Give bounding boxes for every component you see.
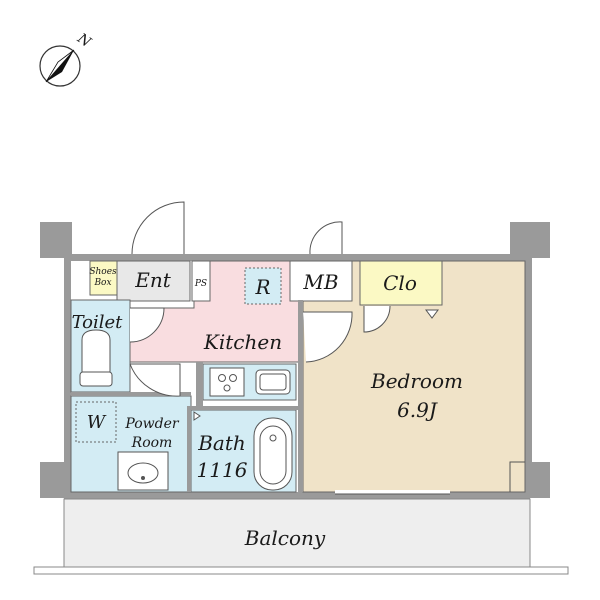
entrance-door <box>131 201 185 255</box>
closet-label: Clo <box>383 271 417 295</box>
shoes-box <box>89 260 118 296</box>
wall-bath-left <box>187 406 191 492</box>
refrigerator-space <box>244 267 282 305</box>
bathtub-icon <box>253 417 293 491</box>
compass-label: N <box>73 30 94 51</box>
wall-left-top <box>40 222 72 258</box>
wall-bath-top <box>187 406 298 410</box>
washer-label: W <box>87 412 107 433</box>
doors <box>129 201 450 495</box>
toilet-icon <box>79 329 113 387</box>
wall-right-top <box>510 222 550 258</box>
mb-label: MB <box>302 270 338 294</box>
powder-room-label-2: Room <box>131 435 173 451</box>
internal-walls <box>71 300 303 492</box>
shoes-box-label-2: Box <box>93 278 111 288</box>
compass: N <box>39 30 94 87</box>
kitchen-sink-basin <box>259 373 287 391</box>
shoes-box-label-1: Shoes <box>89 267 117 277</box>
ps-label: PS <box>194 279 207 289</box>
closet-marker-icon <box>425 309 439 319</box>
bath-label: Bath <box>197 431 246 455</box>
mb-door <box>309 221 343 255</box>
kitchen-sink-icon <box>255 369 291 395</box>
toilet-label: Toilet <box>72 312 124 333</box>
wall-right <box>525 254 532 494</box>
toilet-door <box>129 307 165 343</box>
refrigerator-label: R <box>254 275 270 299</box>
closet-floor <box>359 260 443 306</box>
wall-left <box>64 254 71 494</box>
compass-needle-light <box>45 49 75 83</box>
entrance-label: Ent <box>134 268 171 292</box>
washbasin-icon <box>117 451 169 491</box>
powder-room-label-1: Powder <box>124 416 180 432</box>
wall-bottom <box>64 492 530 499</box>
bedroom-label: Bedroom <box>370 369 463 393</box>
washer-space <box>75 401 117 443</box>
bedroom-size-label: 6.9J <box>397 398 438 422</box>
powder-room-door <box>129 363 181 397</box>
bath-size-label: 1116 <box>197 458 248 482</box>
kitchen-label: Kitchen <box>203 330 282 354</box>
wall-kitchen-bedroom <box>298 300 303 492</box>
mb-space <box>289 260 353 302</box>
bath-door <box>193 411 201 421</box>
bedroom-window-recess <box>509 461 525 492</box>
closet-door <box>363 305 391 333</box>
wall-counter <box>196 362 203 410</box>
stove-icon <box>209 367 245 397</box>
wall-toilet <box>71 392 191 396</box>
ps-shaft <box>191 260 211 302</box>
balcony-rail <box>33 566 569 575</box>
wall-top <box>64 254 530 261</box>
bedroom-door <box>303 311 353 363</box>
balcony-label: Balcony <box>244 526 326 550</box>
balcony-floor <box>63 498 531 568</box>
